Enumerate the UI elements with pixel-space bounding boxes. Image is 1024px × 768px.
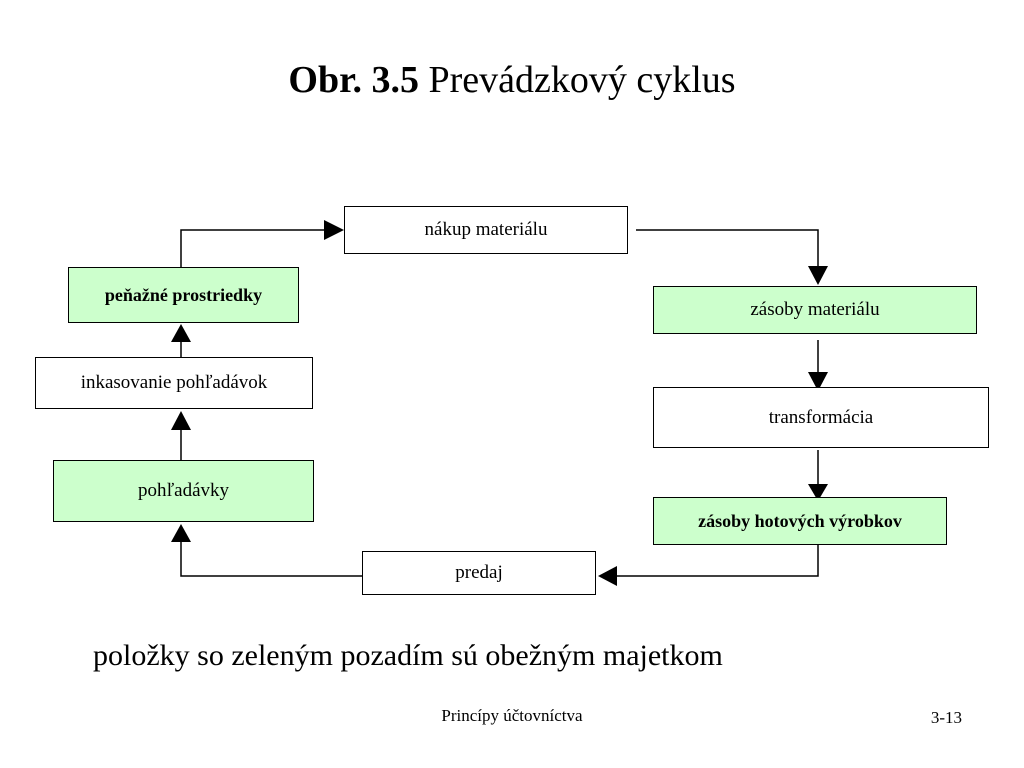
box-pohladavky: pohľadávky [53,460,314,522]
arrow-hotove-to-predaj [617,545,819,577]
box-transformacia: transformácia [653,387,989,448]
footer-title: Princípy účtovníctva [441,706,583,725]
arrow-predaj-to-pohladavky [180,542,362,577]
box-predaj: predaj [362,551,596,595]
figure-title: Prevádzkový cyklus [428,59,736,101]
slide-title: Obr. 3.5 Prevádzkový cyklus [0,56,1024,104]
box-zasoby-materialu: zásoby materiálu [653,286,977,334]
arrow-nakup-to-zasoby [636,229,819,266]
arrow-penazne-to-nakup [180,229,324,267]
box-zasoby-hotovych-vyrobkov: zásoby hotových výrobkov [653,497,947,545]
figure-number: Obr. 3.5 [288,59,419,101]
legend-caption: položky so zeleným pozadím sú obežným ma… [93,639,723,672]
box-penazne-prostriedky: peňažné prostriedky [68,267,299,323]
page-number: 3-13 [930,708,962,727]
box-inkasovanie-pohladavok: inkasovanie pohľadávok [35,357,313,409]
box-nakup-materialu: nákup materiálu [344,206,628,254]
